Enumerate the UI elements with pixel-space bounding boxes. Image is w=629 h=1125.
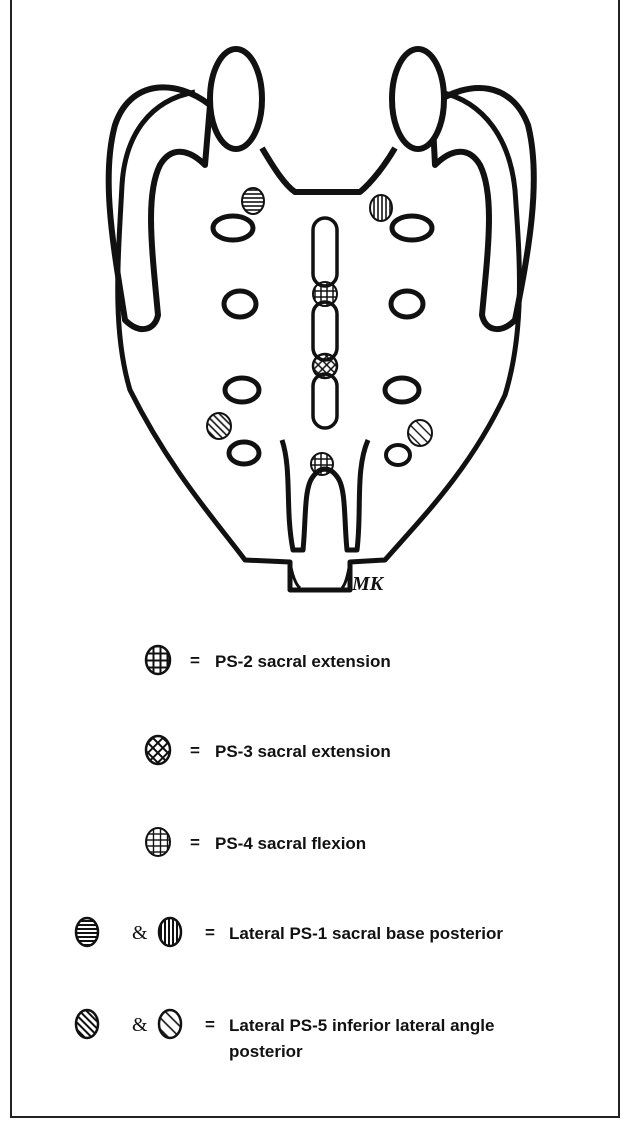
legend-row-ps1: & = Lateral PS-1 sacral base posterior	[0, 915, 629, 955]
foramen-right-2	[391, 291, 423, 317]
foramen-left-1	[213, 216, 253, 240]
ps4-symbol-icon	[143, 825, 173, 859]
marker-ps4	[313, 282, 337, 306]
equals-sign: =	[205, 1015, 215, 1035]
median-crest-1	[313, 218, 337, 286]
ps1-label: Lateral PS-1 sacral base posterior	[229, 923, 503, 944]
right-facet	[392, 49, 444, 149]
marker-ps2	[311, 453, 333, 475]
marker-ps1-right	[370, 195, 392, 221]
ps5-dense-diagonal-symbol-icon	[72, 1007, 102, 1041]
median-crest-2	[313, 302, 337, 360]
coccyx-base	[290, 562, 350, 588]
legend-row-ps3: = PS-3 sacral extension	[0, 733, 629, 773]
ps3-label: PS-3 sacral extension	[215, 741, 391, 762]
foramen-right-4	[386, 445, 410, 465]
ps3-symbol-icon	[143, 733, 173, 767]
foramen-right-1	[392, 216, 432, 240]
marker-ps5-left	[207, 413, 231, 439]
equals-sign: =	[205, 923, 215, 943]
foramen-left-4	[229, 442, 259, 464]
equals-sign: =	[190, 741, 200, 761]
ps2-label: PS-2 sacral extension	[215, 651, 391, 672]
ps5-sparse-diagonal-symbol-icon	[155, 1007, 185, 1041]
left-facet	[210, 49, 262, 149]
marker-ps5-right	[408, 420, 432, 446]
ps5-label-line1: Lateral PS-5 inferior lateral angle	[229, 1015, 494, 1036]
equals-sign: =	[190, 651, 200, 671]
ps5-label-line2: posterior	[229, 1041, 303, 1062]
legend-row-ps4: = PS-4 sacral flexion	[0, 825, 629, 865]
equals-sign: =	[190, 833, 200, 853]
artist-signature: MK	[351, 573, 385, 595]
median-crest-3	[313, 374, 337, 428]
ps1-horizontal-symbol-icon	[72, 915, 102, 949]
legend-row-ps2: = PS-2 sacral extension	[0, 643, 629, 683]
left-ala	[109, 87, 210, 329]
foramen-right-3	[385, 378, 419, 402]
marker-ps1-left	[242, 188, 264, 214]
sacrum-diagram: MK	[0, 0, 629, 610]
legend-row-ps5: & = Lateral PS-5 inferior lateral angle …	[0, 1007, 629, 1087]
marker-ps3	[313, 354, 337, 378]
sacral-base	[262, 148, 395, 192]
foramen-left-2	[224, 291, 256, 317]
ampersand: &	[132, 922, 148, 944]
foramen-left-3	[225, 378, 259, 402]
ps2-symbol-icon	[143, 643, 173, 677]
ps4-label: PS-4 sacral flexion	[215, 833, 366, 854]
ampersand: &	[132, 1014, 148, 1036]
ps1-vertical-symbol-icon	[155, 915, 185, 949]
